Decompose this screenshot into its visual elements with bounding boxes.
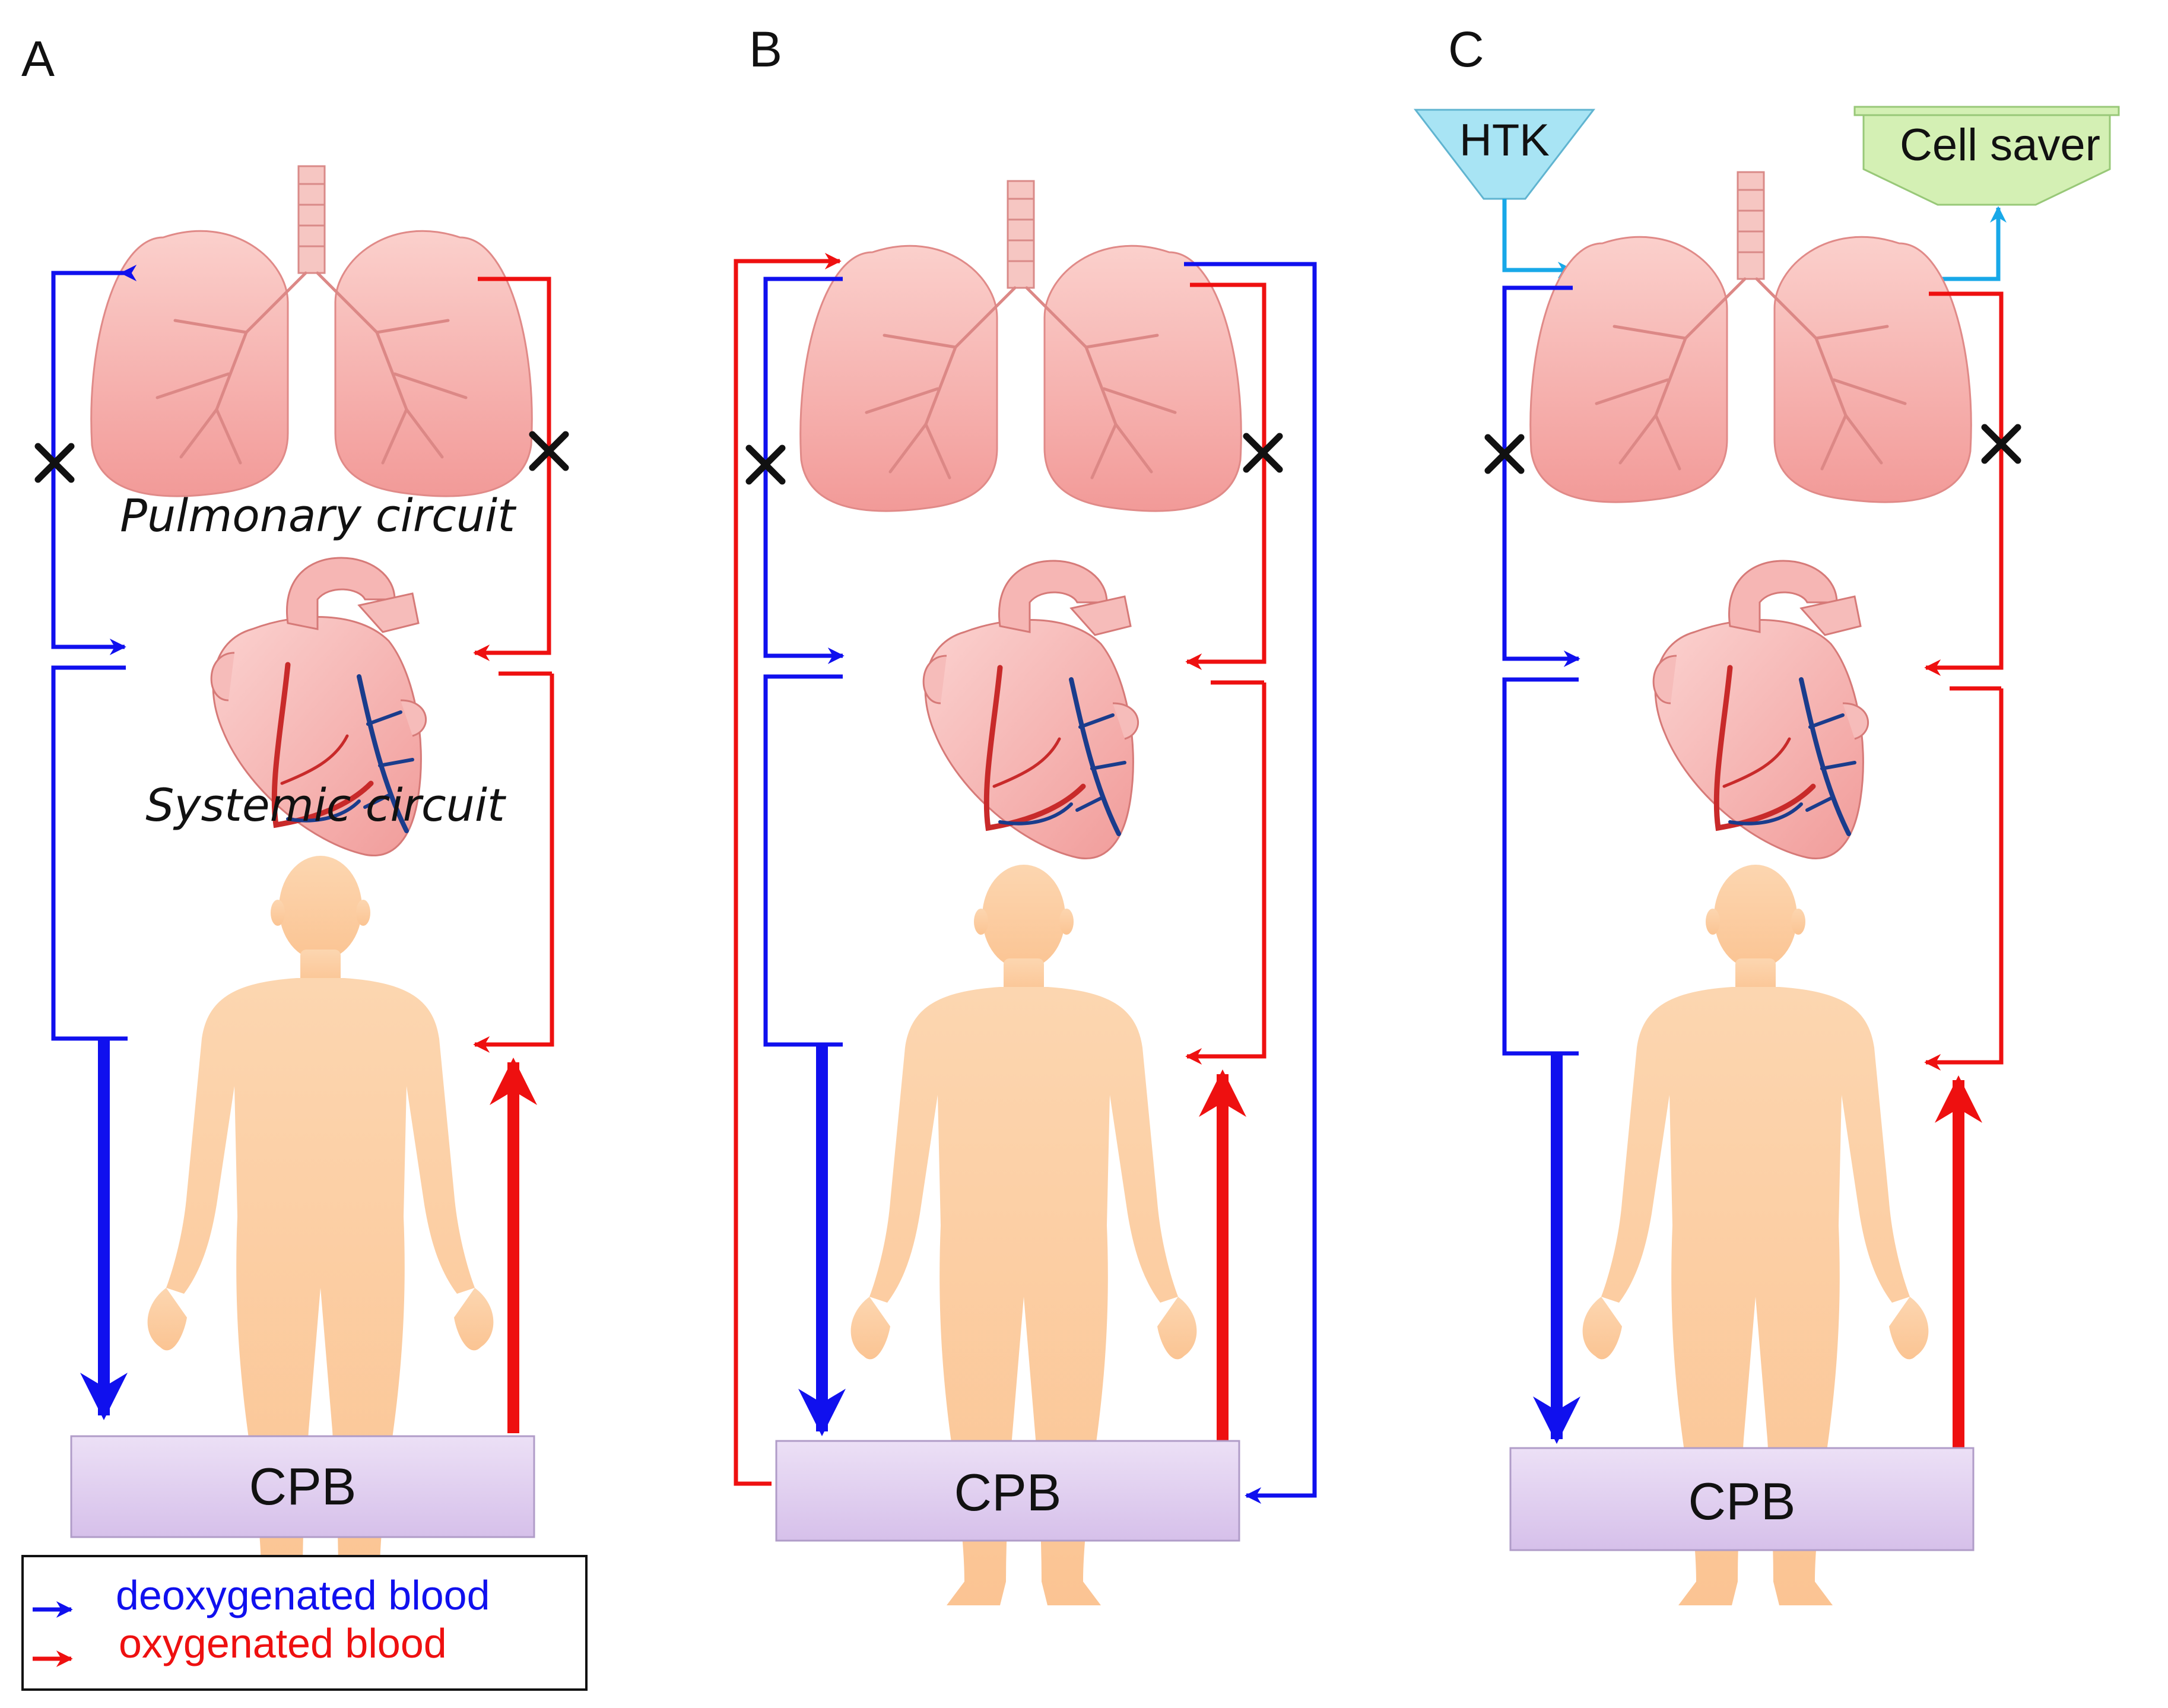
cell-saver-label: Cell saver — [1900, 120, 2100, 170]
cpb-machine — [70, 1435, 535, 1538]
systemic-circuit-label: Systemic circuit — [145, 779, 507, 831]
cell-saver-reservoir: Cell saver — [1853, 106, 2120, 206]
legend-deoxygenated-label: deoxygenated blood — [116, 1572, 490, 1618]
htk-label: HTK — [1459, 115, 1550, 166]
cpb-machine — [775, 1440, 1240, 1542]
panel-b: B CPB — [734, 21, 1317, 1605]
pulmonary-perfusion-line-b — [734, 253, 842, 1486]
cpb-machine — [1509, 1447, 1975, 1551]
arterial-line-b — [1185, 282, 1266, 1065]
htk-perfusion-line — [1502, 199, 1575, 278]
lungs-icon — [91, 166, 532, 496]
panel-label-b: B — [749, 21, 782, 77]
htk-reservoir: HTK — [1413, 109, 1596, 200]
panel-label-c: C — [1448, 21, 1484, 77]
pulmonary-circuit-label: Pulmonary circuit — [120, 489, 517, 542]
legend-oxygenated-label: oxygenated blood — [119, 1620, 447, 1666]
lungs-icon — [1531, 172, 1972, 502]
cpb-label-a: CPB — [249, 1457, 357, 1516]
cpb-label-c: CPB — [1688, 1472, 1796, 1531]
legend: deoxygenated blood oxygenated blood — [21, 1555, 588, 1691]
cell-saver-drainage-line — [1929, 206, 2007, 281]
heart-icon — [923, 561, 1138, 859]
panel-label-a: A — [21, 31, 55, 87]
panel-c: C HTK Cell saver — [1413, 21, 2120, 1605]
arterial-line-c — [1924, 291, 2004, 1071]
lungs-icon — [801, 181, 1242, 511]
arterial-line-a — [473, 277, 554, 1053]
panel-a: A Pulmonary circuit Systemic circuit CPB — [21, 31, 588, 1691]
pulmonary-drainage-line-b — [1184, 262, 1317, 1504]
cpb-label-b: CPB — [954, 1463, 1062, 1522]
heart-icon — [1653, 561, 1868, 859]
venous-line-c — [1502, 285, 1580, 1056]
